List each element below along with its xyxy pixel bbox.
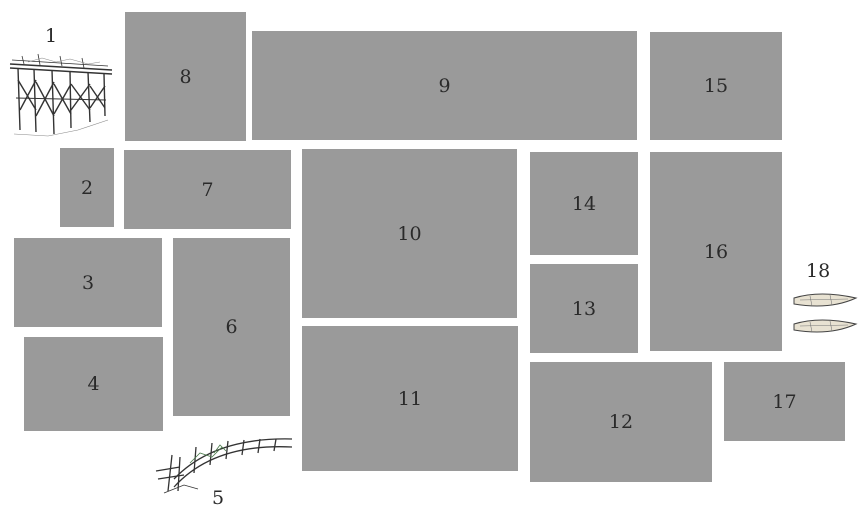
panel-label: 17 [772,391,796,413]
trestle-bridge-sketch-icon [8,50,116,138]
panel-16: 16 [650,152,782,351]
panel-8: 8 [125,12,246,141]
panel-9: 9 [252,31,637,140]
panel-2: 2 [60,148,114,227]
sketch-label-18: 18 [806,260,830,282]
panel-7: 7 [124,150,291,229]
panel-17: 17 [724,362,845,441]
panel-label: 9 [438,75,450,97]
panel-label: 2 [81,177,93,199]
panel-label: 12 [609,411,633,433]
panel-15: 15 [650,32,782,140]
panel-3: 3 [14,238,162,327]
panel-label: 6 [225,316,237,338]
panel-14: 14 [530,152,638,255]
panel-label: 14 [572,193,596,215]
panel-11: 11 [302,326,518,471]
panel-label: 13 [572,298,596,320]
panel-label: 8 [179,66,191,88]
panel-label: 7 [201,179,213,201]
sketch-label-1: 1 [45,25,57,47]
panel-4: 4 [24,337,163,431]
panel-label: 16 [704,241,728,263]
arched-bridge-sketch-icon [154,433,294,493]
panel-12: 12 [530,362,712,482]
panel-10: 10 [302,149,517,318]
panel-13: 13 [530,264,638,353]
panel-label: 3 [82,272,94,294]
panel-label: 4 [87,373,99,395]
panel-6: 6 [173,238,290,416]
panel-label: 15 [704,75,728,97]
panel-label: 11 [398,388,422,410]
canoes-sketch-icon [790,288,858,340]
panel-label: 10 [397,223,421,245]
